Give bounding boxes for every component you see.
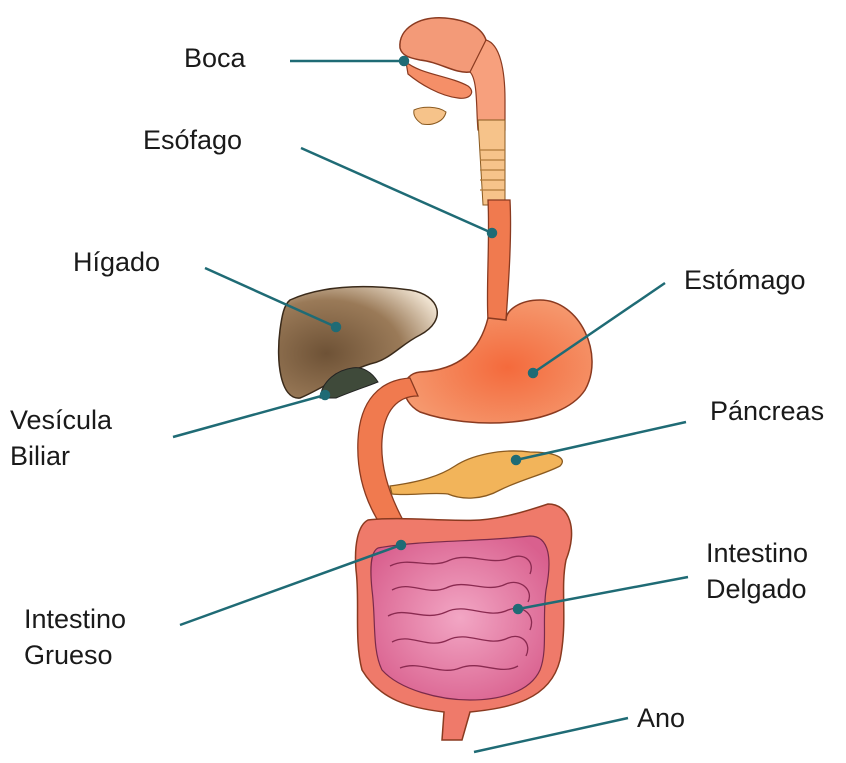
leader-line-esofago xyxy=(301,148,492,233)
leader-line-pancreas xyxy=(516,422,686,460)
label-pancreas: Páncreas xyxy=(710,393,824,429)
leader-line-ano xyxy=(474,718,628,752)
label-vesicula-biliar: Vesícula Biliar xyxy=(10,402,112,475)
leader-dot-delgado xyxy=(514,605,522,613)
label-esofago: Esófago xyxy=(143,122,242,158)
mouth-organ xyxy=(400,18,505,130)
leader-dot-higado xyxy=(332,323,340,331)
label-higado: Hígado xyxy=(73,244,160,280)
small-intestine-organ xyxy=(371,536,549,700)
esophagus-organ xyxy=(487,200,510,320)
leader-dot-estomago xyxy=(529,369,537,377)
leader-dot-pancreas xyxy=(512,456,520,464)
throat-organ xyxy=(478,120,505,205)
label-intestino-grueso: Intestino Grueso xyxy=(24,601,126,674)
label-intestino-delgado: Intestino Delgado xyxy=(706,535,808,608)
leader-dot-boca xyxy=(400,57,408,65)
leader-line-vesicula xyxy=(173,395,325,437)
label-boca: Boca xyxy=(184,40,246,76)
pancreas-organ xyxy=(390,451,562,498)
leader-dot-grueso xyxy=(397,541,405,549)
label-estomago: Estómago xyxy=(684,262,806,298)
label-ano: Ano xyxy=(637,700,685,736)
leader-dot-vesicula xyxy=(321,391,329,399)
leader-dot-esofago xyxy=(488,229,496,237)
